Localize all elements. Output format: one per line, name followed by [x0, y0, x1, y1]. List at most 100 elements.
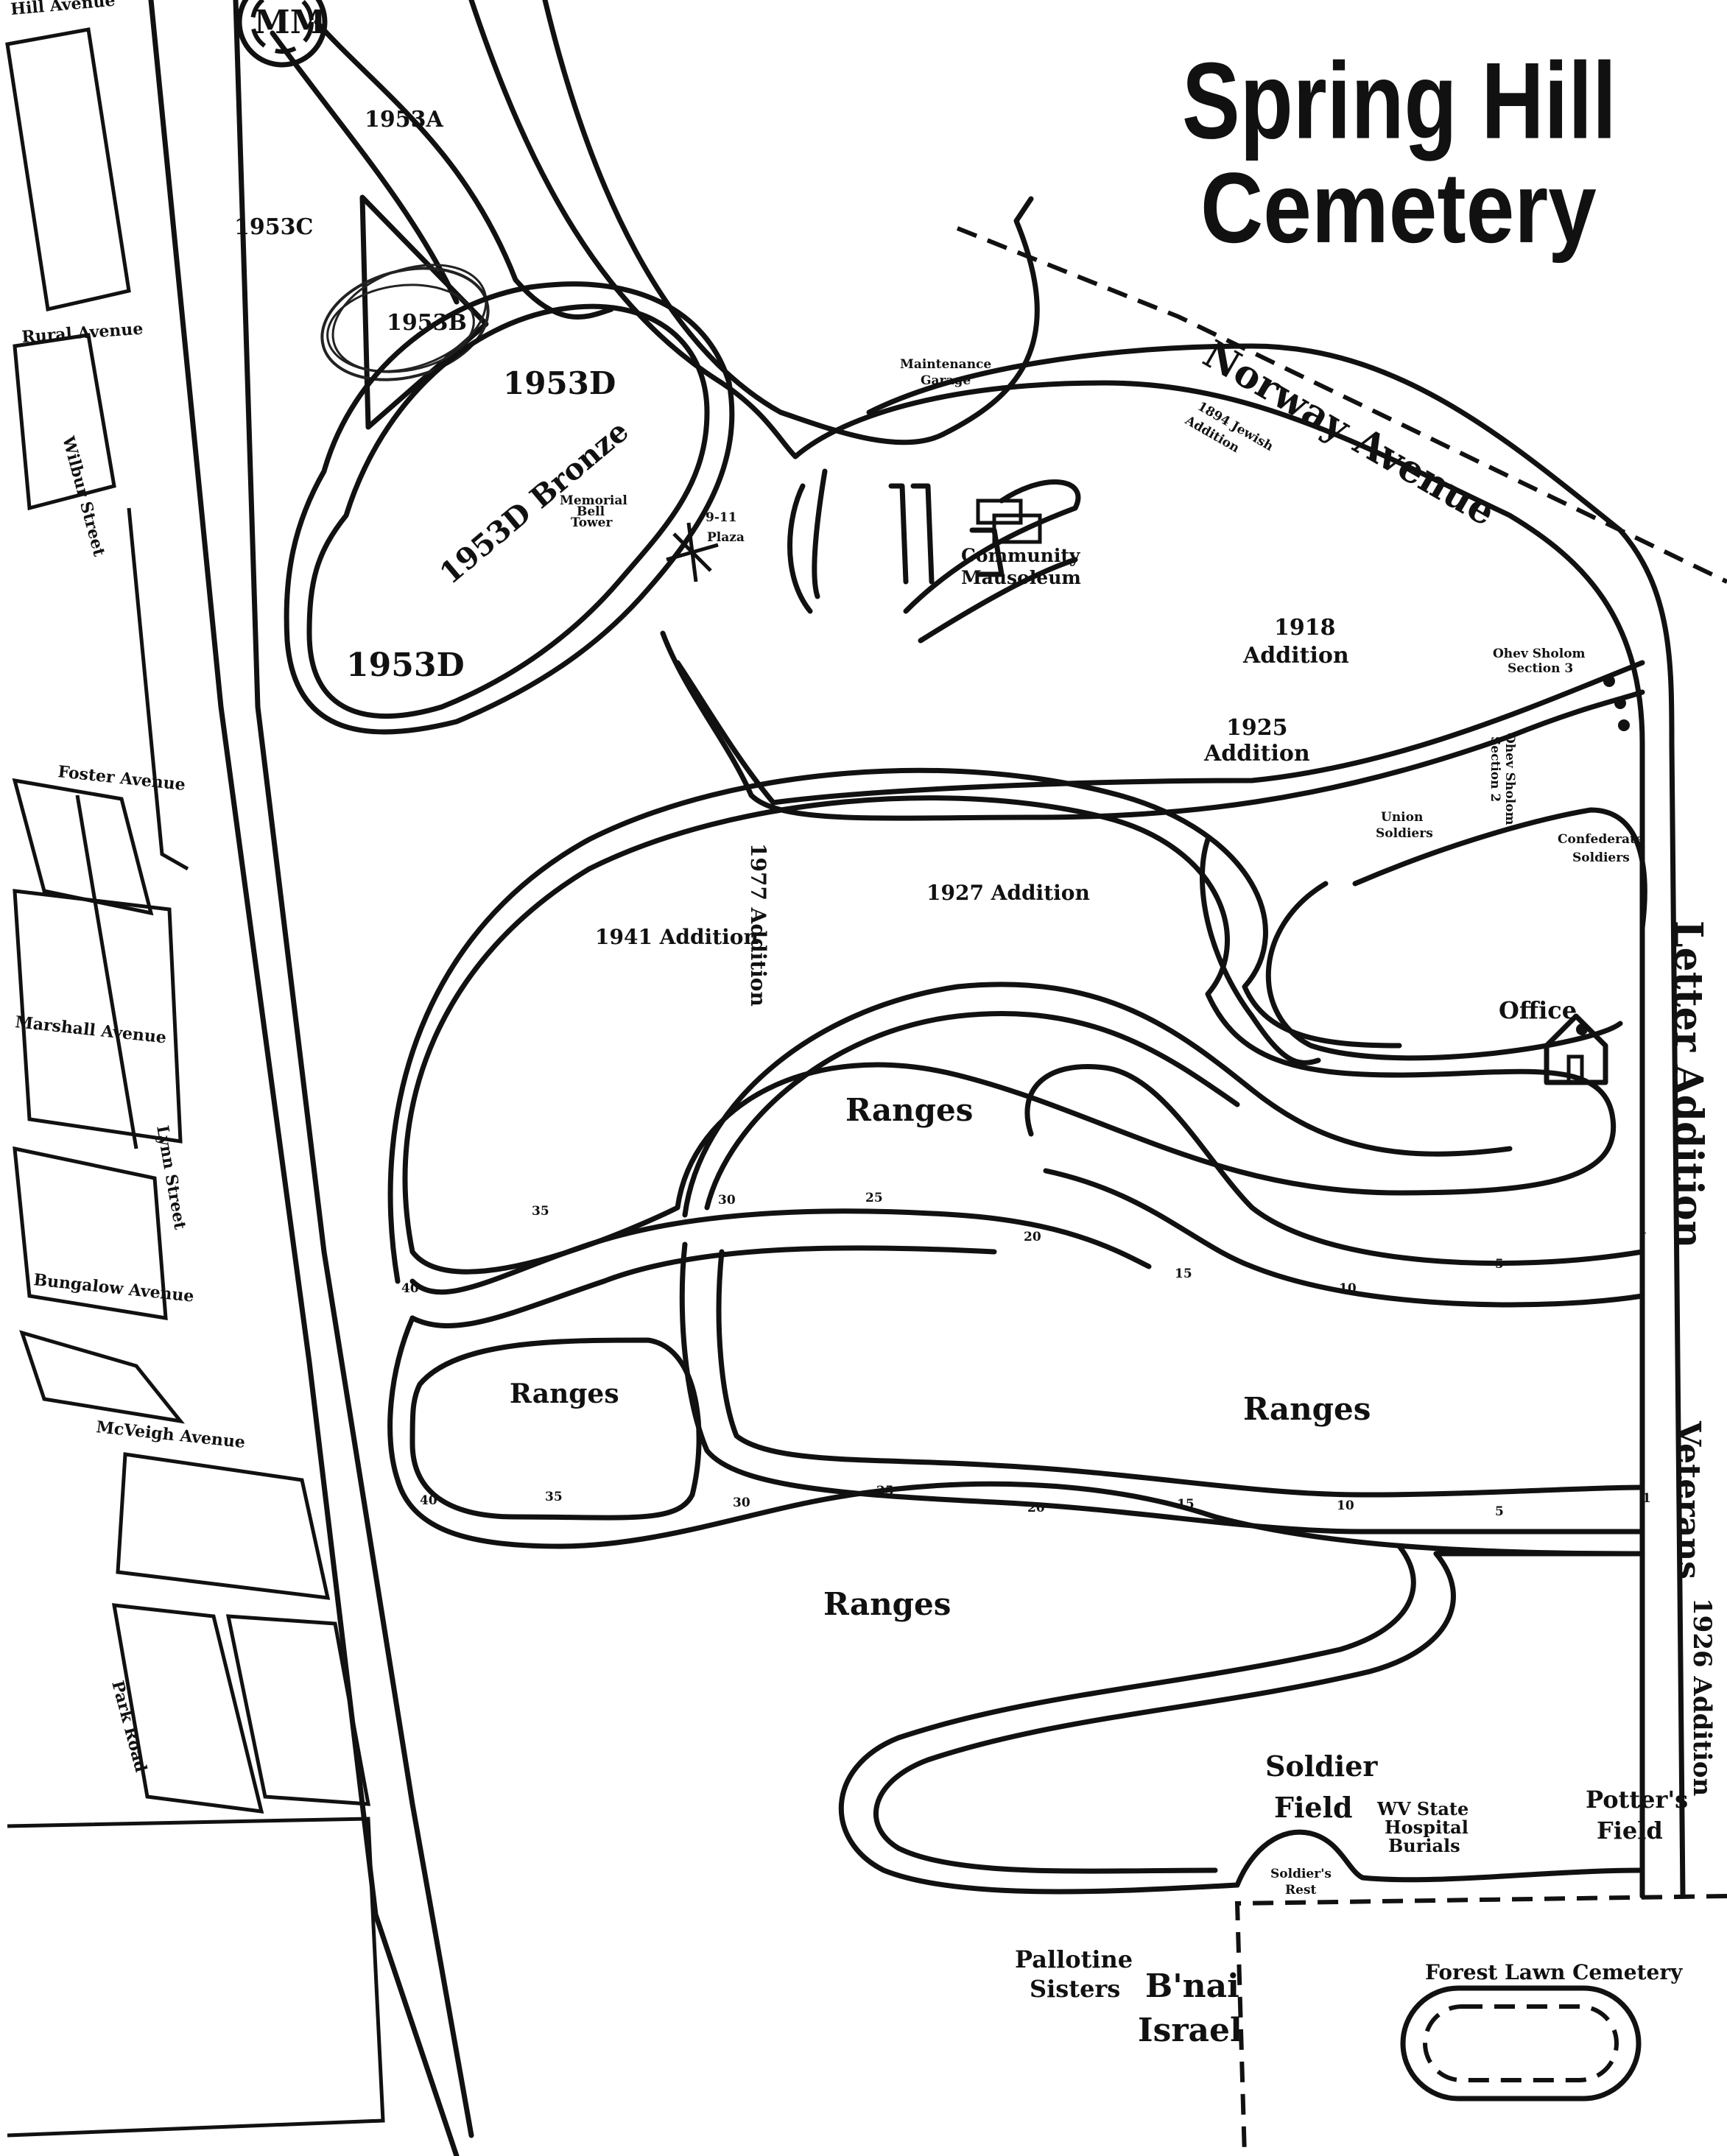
section-1953d-bottom-label: 1953D	[346, 647, 465, 684]
svg-text:1918: 1918	[1274, 615, 1336, 641]
range-marker: 5	[1495, 1257, 1504, 1272]
svg-text:Potter's: Potter's	[1586, 1786, 1688, 1814]
range-marker: 35	[545, 1490, 563, 1504]
range-marker: 15	[1177, 1497, 1195, 1512]
ranges-large-band	[679, 1241, 1645, 1557]
hill-avenue-label: Hill Avenue	[10, 0, 116, 19]
section-1953d-loop	[284, 281, 735, 735]
addition-1926-label: 1926 Addition	[1687, 1598, 1717, 1796]
svg-text:Ohev Sholom: Ohev Sholom	[1502, 733, 1517, 825]
svg-text:Israel: Israel	[1138, 2012, 1242, 2049]
soldiers-rest-label: Soldier's Rest	[1270, 1867, 1332, 1898]
svg-text:Burials: Burials	[1388, 1835, 1460, 1856]
map-title-line1: Spring Hill	[1182, 40, 1617, 162]
section-1953b-label: 1953B	[387, 310, 467, 336]
svg-text:Community: Community	[961, 545, 1081, 566]
svg-text:Hospital: Hospital	[1385, 1817, 1469, 1838]
range-marker: 10	[1337, 1498, 1354, 1513]
range-marker: 25	[865, 1191, 883, 1205]
svg-text:Soldiers: Soldiers	[1572, 850, 1630, 865]
bnai-israel-label: B'nai Israel	[1138, 1967, 1242, 2049]
plaza-label: 9-11 Plaza	[706, 510, 745, 545]
svg-text:Plaza: Plaza	[707, 530, 745, 545]
svg-text:WV State: WV State	[1376, 1798, 1469, 1819]
svg-text:Memorial: Memorial	[560, 493, 627, 508]
addition-1927-1941-ring	[387, 767, 1617, 1284]
forest-lawn-label: Forest Lawn Cemetery	[1425, 1960, 1683, 1984]
range-marker: 20	[1024, 1230, 1041, 1244]
wilbur-street-label: Wilbur Street	[58, 434, 109, 559]
section-1953d-top-label: 1953D	[503, 365, 616, 401]
svg-text:Confederate: Confederate	[1558, 832, 1644, 847]
ohev-sholom-2-label: Ohev Sholom Section 2	[1488, 733, 1517, 825]
community-mausoleum-label: Community Mausoleum	[961, 545, 1081, 588]
addition-1918-label: 1918 Addition	[1242, 615, 1349, 669]
plaza-star-icon	[666, 522, 719, 582]
addition-1977-label: 1977 Addition	[746, 843, 770, 1007]
svg-text:Addition: Addition	[1203, 741, 1310, 767]
map-title-line2: Cemetery	[1200, 152, 1597, 264]
ranges-label-lower: Ranges	[823, 1586, 951, 1622]
range-markers-lower: 40 35 30 25 20 15 10 5 1	[420, 1484, 1651, 1519]
svg-text:Mausoleum: Mausoleum	[961, 567, 1081, 588]
svg-text:Union: Union	[1381, 810, 1423, 825]
svg-text:Soldier's: Soldier's	[1270, 1867, 1332, 1881]
svg-text:Field: Field	[1597, 1817, 1663, 1845]
svg-text:Pallotine: Pallotine	[1015, 1945, 1133, 1973]
highway-lines	[148, 0, 474, 2156]
veterans-label: Veterans	[1670, 1420, 1707, 1579]
marshall-avenue-label: Marshall Avenue	[14, 1012, 167, 1047]
range-marker: 40	[401, 1281, 419, 1296]
range-marker: 1	[1642, 1491, 1651, 1506]
ohev-sholom-3-label: Ohev Sholom Section 3	[1493, 647, 1586, 676]
range-marker: 20	[1027, 1501, 1045, 1515]
svg-text:Sisters: Sisters	[1030, 1975, 1120, 2003]
range-marker: 5	[1495, 1504, 1504, 1519]
svg-text:Section 3: Section 3	[1508, 661, 1573, 676]
mm-circle	[236, 0, 328, 68]
svg-text:1925: 1925	[1226, 715, 1288, 741]
svg-text:Soldier: Soldier	[1265, 1750, 1378, 1783]
forest-lawn-oval	[1400, 1985, 1642, 2102]
svg-text:Tower: Tower	[571, 515, 613, 530]
potters-field-label: Potter's Field	[1586, 1786, 1688, 1845]
range-marker: 15	[1175, 1267, 1192, 1281]
office-building-icon	[1544, 1013, 1608, 1085]
ranges-label-left: Ranges	[510, 1378, 619, 1409]
range-marker: 40	[420, 1493, 437, 1508]
ranges-label-right: Ranges	[1243, 1391, 1371, 1427]
confederate-soldiers-label: Confederate Soldiers	[1558, 832, 1644, 865]
svg-text:Maintenance: Maintenance	[900, 357, 991, 372]
addition-1927-label: 1927 Addition	[926, 881, 1090, 905]
svg-text:Field: Field	[1274, 1791, 1353, 1824]
svg-text:Soldiers: Soldiers	[1376, 826, 1433, 841]
pallotine-sisters-label: Pallotine Sisters	[1015, 1945, 1133, 2003]
range-markers-left: 40 35	[401, 1204, 549, 1296]
addition-1925-label: 1925 Addition	[1203, 715, 1310, 767]
range-marker: 25	[876, 1484, 894, 1498]
rural-avenue-label: Rural Avenue	[21, 320, 144, 347]
section-mm-label: MM	[254, 4, 326, 41]
norway-dots	[1603, 675, 1630, 731]
range-marker: 10	[1339, 1281, 1357, 1296]
section-1953a-label: 1953A	[365, 107, 443, 133]
svg-text:B'nai: B'nai	[1145, 1967, 1239, 2005]
union-soldiers-label: Union Soldiers	[1376, 810, 1433, 841]
mcveigh-avenue-label: McVeigh Avenue	[95, 1417, 246, 1452]
svg-text:Addition: Addition	[1242, 643, 1349, 669]
svg-text:Section 2: Section 2	[1488, 736, 1502, 802]
svg-text:Rest: Rest	[1285, 1883, 1317, 1898]
section-1953b-outline	[320, 194, 490, 430]
section-1953c-label: 1953C	[234, 214, 313, 240]
city-blocks	[5, 27, 385, 2138]
addition-1941-label: 1941 Addition	[595, 925, 759, 949]
bell-tower-label: Memorial Bell Tower	[560, 493, 627, 530]
letter-addition-label: Letter Addition	[1666, 920, 1711, 1248]
range-marker: 35	[532, 1204, 549, 1219]
svg-text:9-11: 9-11	[706, 510, 737, 525]
svg-text:Bell: Bell	[577, 504, 605, 519]
ranges-middle-band	[409, 1064, 1645, 1328]
maintenance-garage-label: Maintenance Garage	[900, 357, 991, 388]
bottom-boomerang	[838, 1543, 1645, 1895]
